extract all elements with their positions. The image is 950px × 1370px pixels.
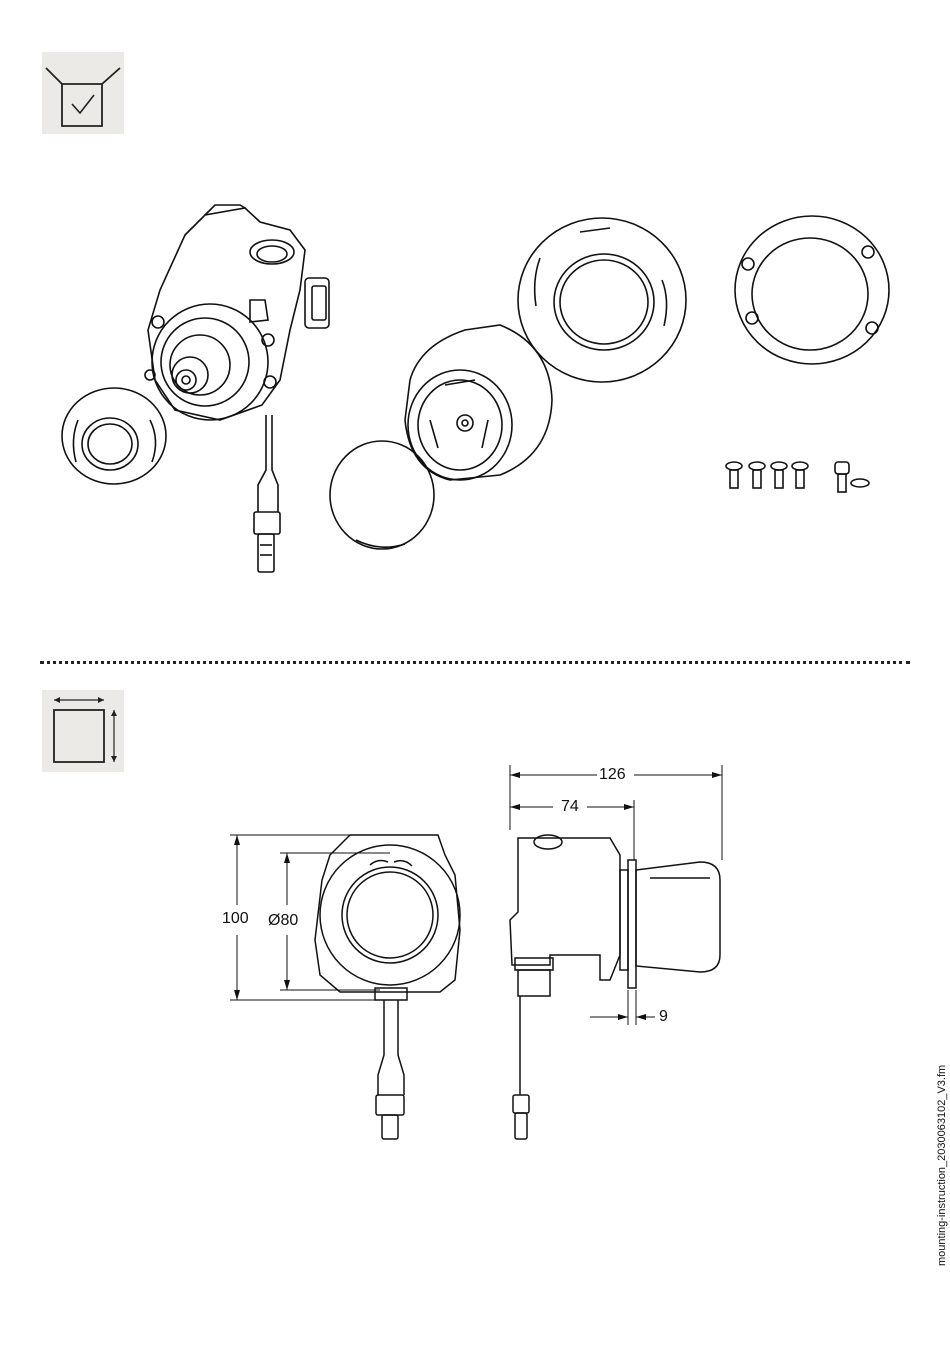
dimension-cover-offset: 9 xyxy=(659,1009,668,1025)
footer-filename: mounting-instruction_2030063102_V3.fm xyxy=(936,1065,948,1266)
dimension-diameter: Ø80 xyxy=(268,913,298,929)
dimension-arrows xyxy=(234,772,722,1020)
dimension-total-depth: 126 xyxy=(599,767,626,783)
front-view xyxy=(315,835,460,1139)
dimension-overall-height: 100 xyxy=(222,911,249,927)
side-view xyxy=(510,835,720,1139)
dimension-lines xyxy=(230,765,722,1025)
dimension-body-depth: 74 xyxy=(561,799,579,815)
